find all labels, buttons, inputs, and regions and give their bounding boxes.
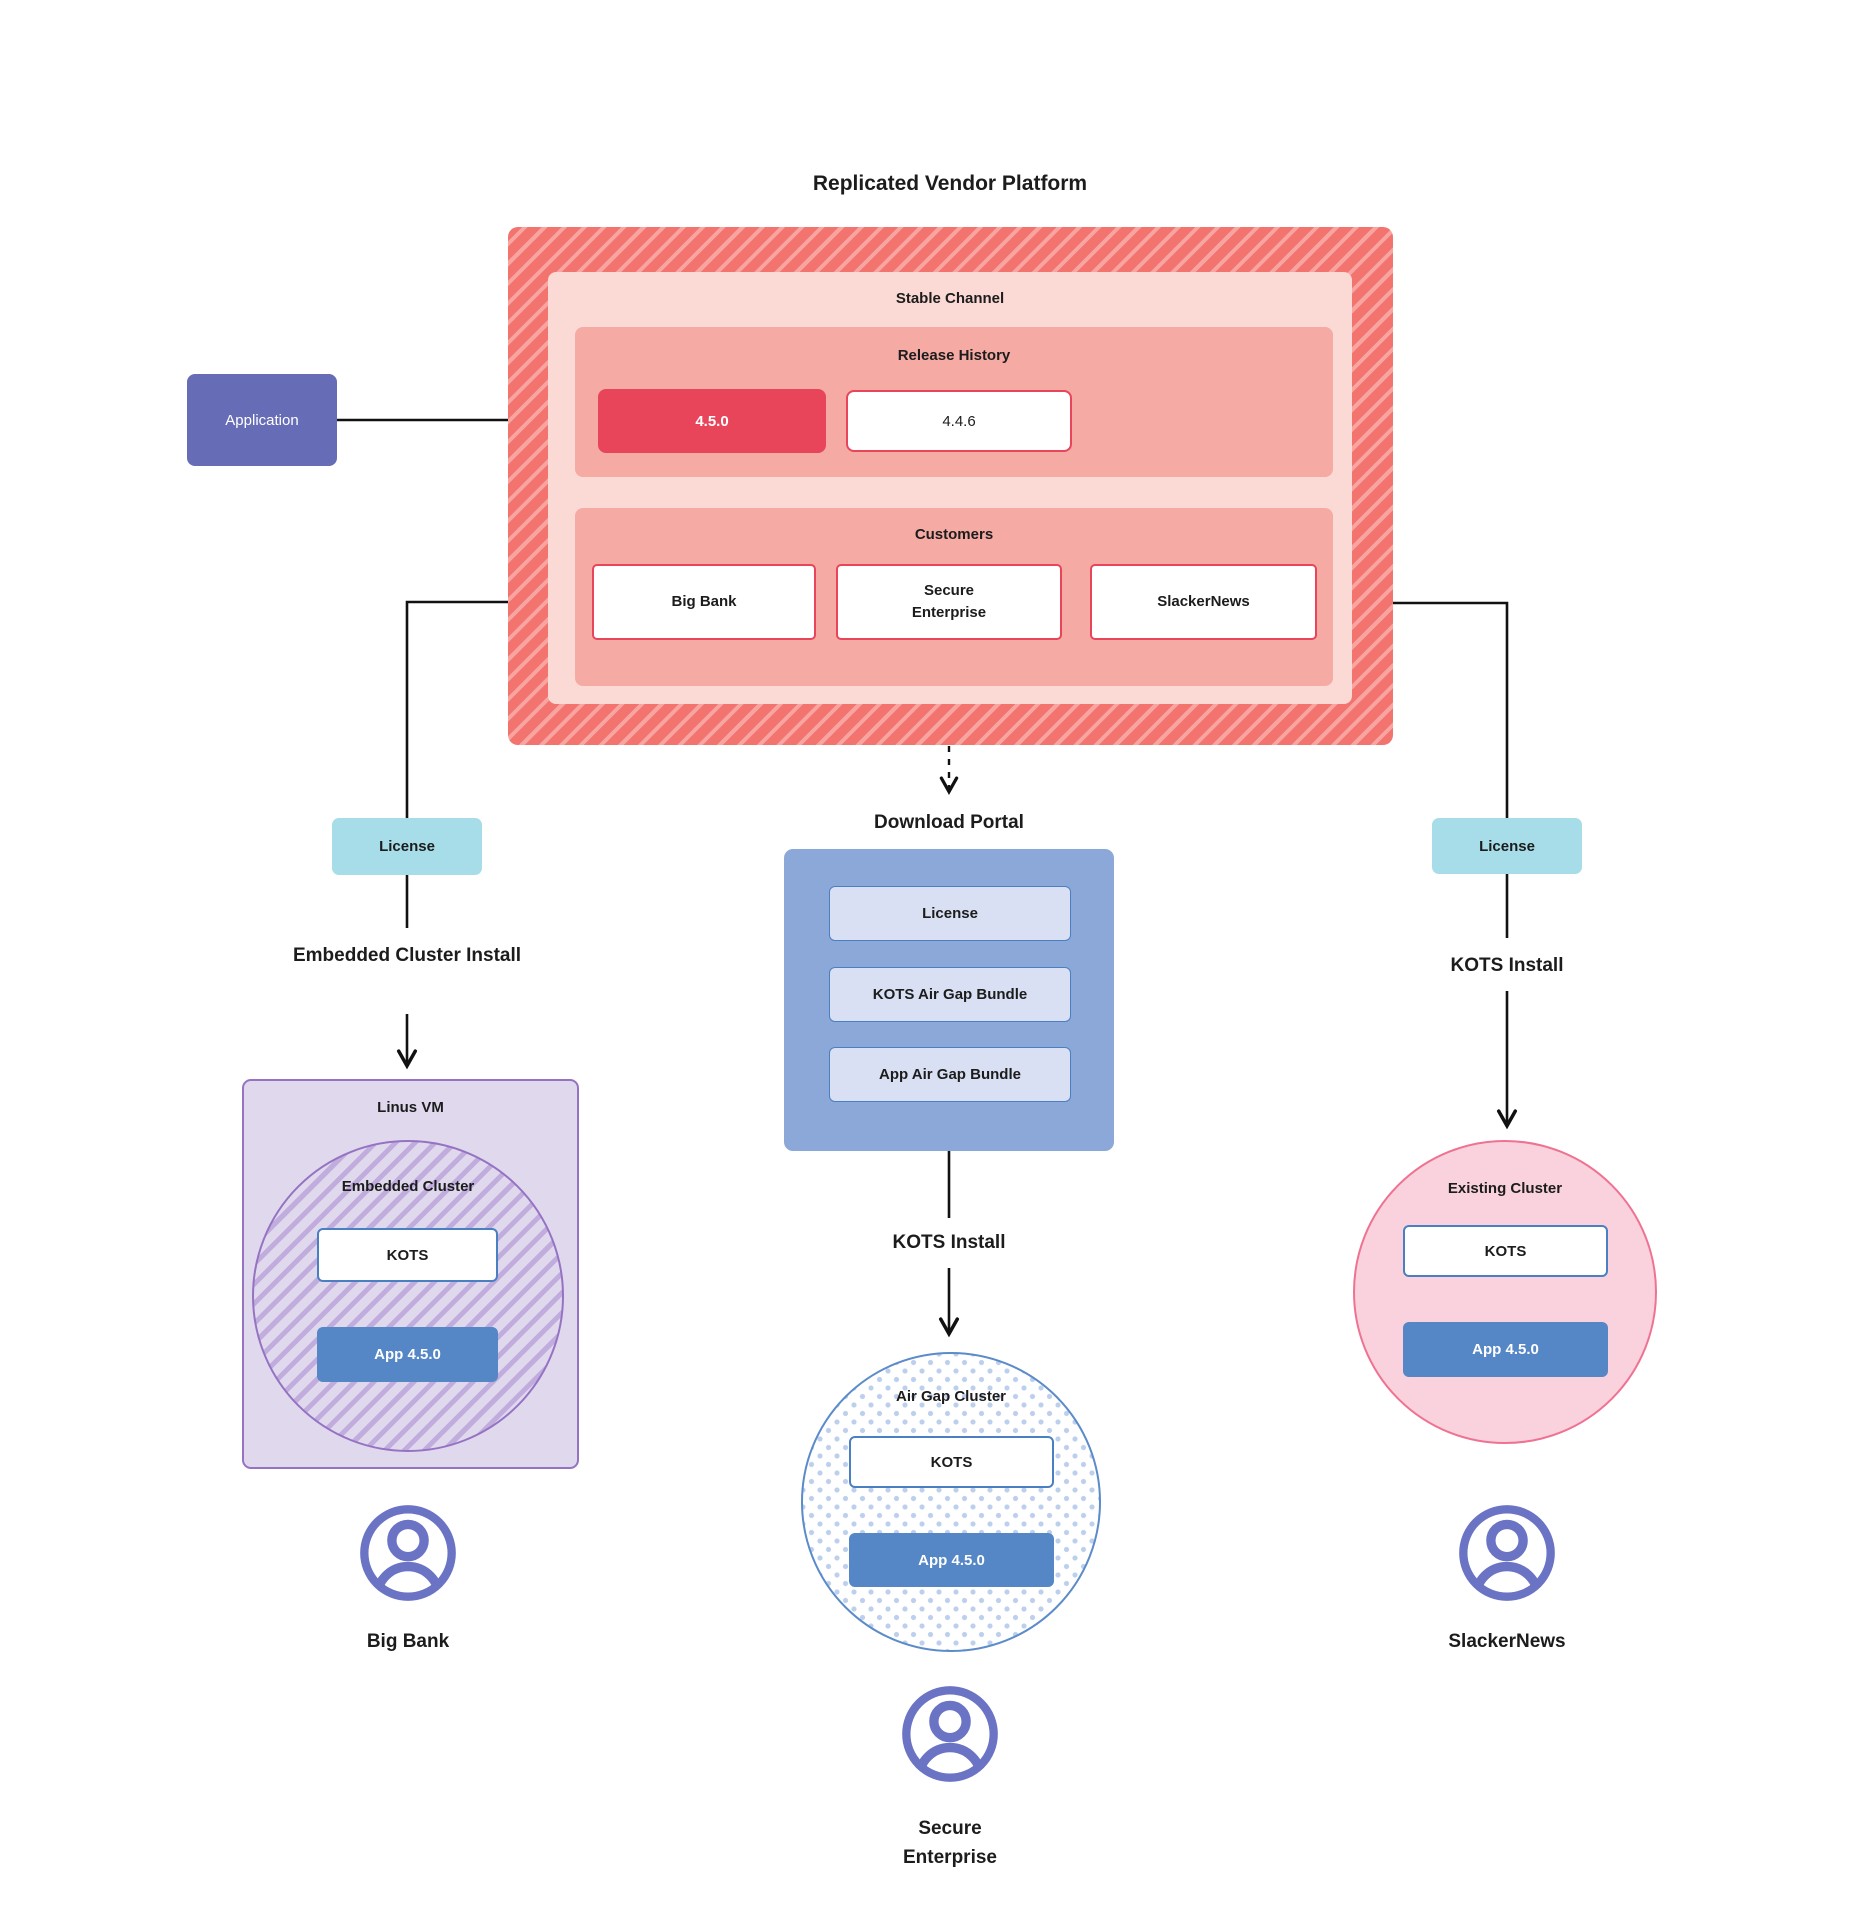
- portal-item-kots-bundle: KOTS Air Gap Bundle: [829, 967, 1071, 1022]
- kots-install-right-label: KOTS Install: [1450, 955, 1564, 976]
- release-446-box: 4.4.6: [846, 390, 1072, 452]
- secure-enterprise-user-text: Secure Enterprise: [903, 1818, 997, 1868]
- embedded-cluster-install-label: Embedded Cluster Install: [292, 945, 522, 966]
- customer-big-bank: Big Bank: [592, 564, 816, 640]
- air-gap-cluster-label: Air Gap Cluster: [895, 1388, 1007, 1405]
- app-box-center: App 4.5.0: [849, 1533, 1054, 1587]
- license-left-box: License: [332, 818, 482, 875]
- kots-box-right: KOTS: [1403, 1225, 1608, 1277]
- customers-label: Customers: [914, 526, 994, 543]
- air-gap-cluster-circle: [801, 1352, 1101, 1652]
- app-box-right: App 4.5.0: [1403, 1322, 1608, 1377]
- slackernews-user-label: SlackerNews: [1448, 1631, 1566, 1652]
- secure-enterprise-user-label: Secure Enterprise: [850, 1815, 1050, 1872]
- release-history-label: Release History: [897, 347, 1011, 364]
- kots-box-center: KOTS: [849, 1436, 1054, 1488]
- linus-vm-label: Linus VM: [377, 1099, 444, 1116]
- embedded-cluster-circle: [252, 1140, 564, 1452]
- license-right-box: License: [1432, 818, 1582, 874]
- app-box-left: App 4.5.0: [317, 1327, 498, 1382]
- kots-box-left: KOTS: [317, 1228, 498, 1282]
- secure-enterprise-user-icon: [898, 1682, 1002, 1786]
- slackernews-user-icon: [1455, 1501, 1559, 1605]
- portal-item-app-bundle: App Air Gap Bundle: [829, 1047, 1071, 1102]
- diagram-title: Replicated Vendor Platform: [812, 172, 1088, 195]
- application-box: Application: [187, 374, 337, 466]
- existing-cluster-label: Existing Cluster: [1447, 1180, 1563, 1197]
- stable-channel-label: Stable Channel: [895, 290, 1005, 307]
- portal-item-license: License: [829, 886, 1071, 941]
- customer-slackernews: SlackerNews: [1090, 564, 1317, 640]
- big-bank-user-icon: [356, 1501, 460, 1605]
- download-portal-label: Download Portal: [874, 812, 1024, 833]
- customer-secure-enterprise: Secure Enterprise: [836, 564, 1062, 640]
- embedded-cluster-label: Embedded Cluster: [341, 1178, 475, 1195]
- kots-install-center-label: KOTS Install: [892, 1232, 1006, 1253]
- release-450-box: 4.5.0: [598, 389, 826, 453]
- existing-cluster-circle: [1353, 1140, 1657, 1444]
- customer-secure-enterprise-label: Secure Enterprise: [911, 582, 987, 621]
- big-bank-user-label: Big Bank: [366, 1631, 450, 1652]
